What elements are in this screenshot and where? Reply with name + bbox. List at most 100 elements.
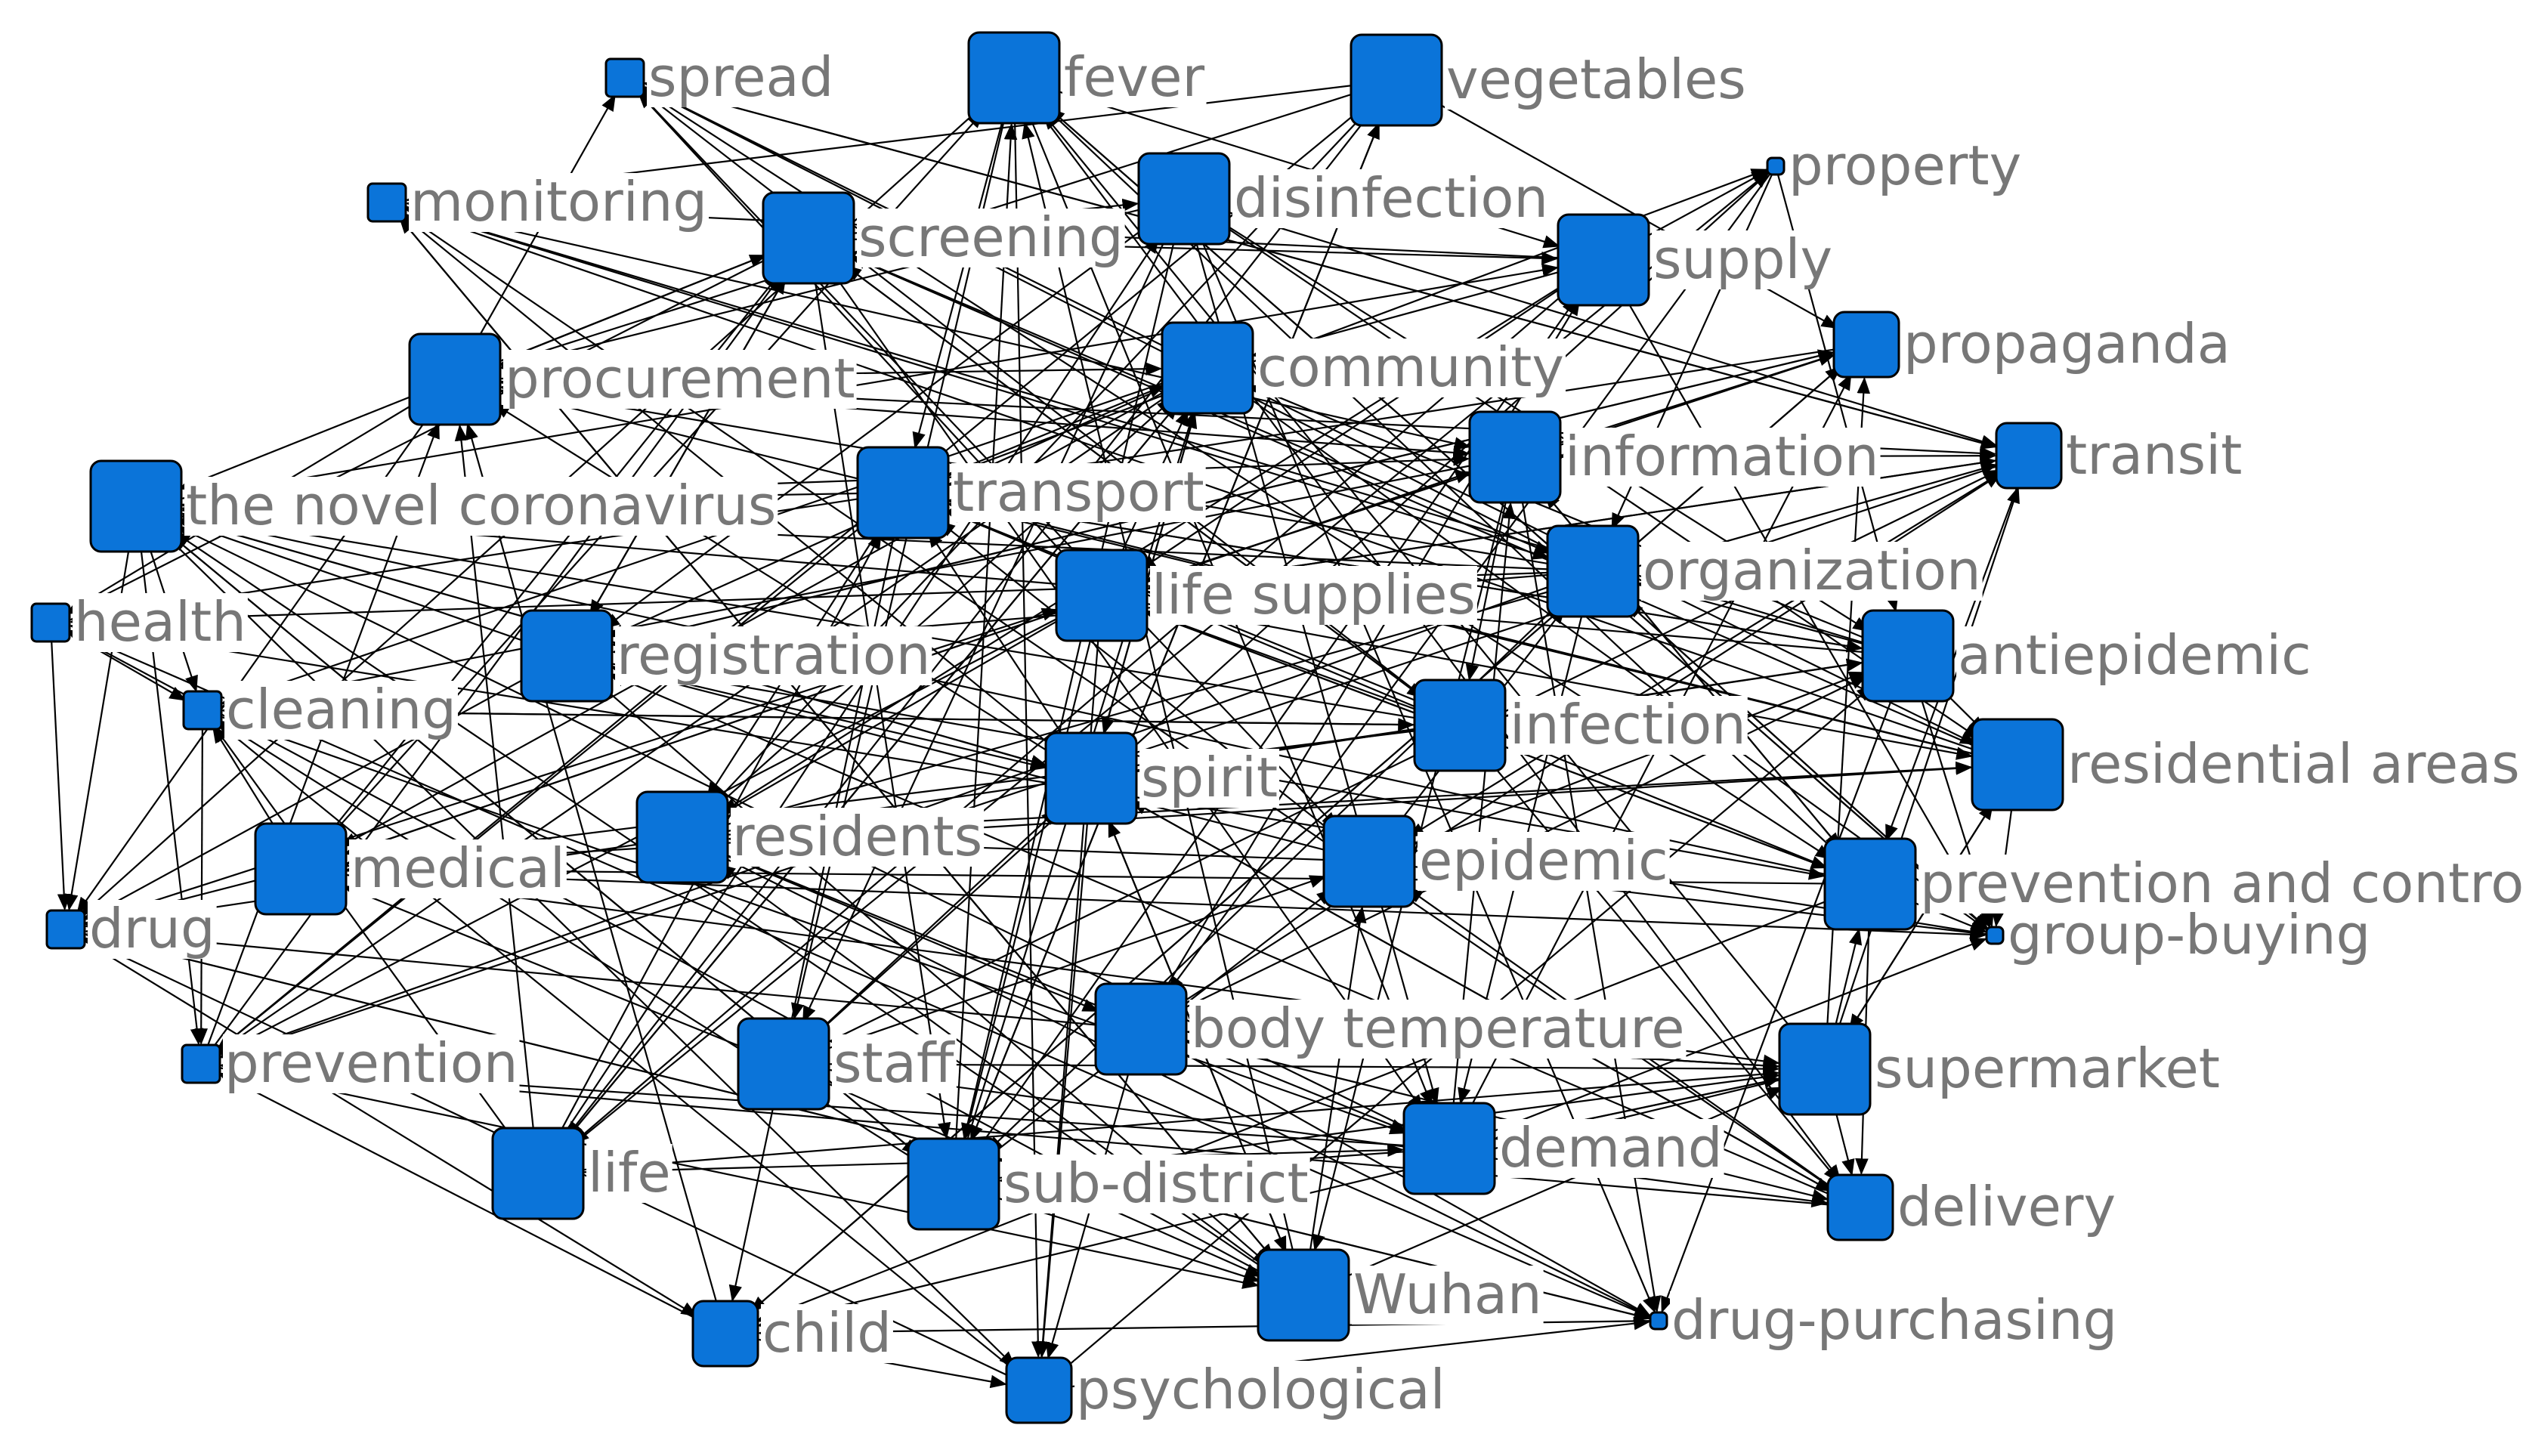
edge-residents-to-drug_purchasing [682, 836, 1652, 1318]
edge-delivery-to-registration [608, 673, 1861, 1209]
node-square [907, 1137, 1000, 1231]
node-information: information [1468, 410, 1881, 504]
node-square [856, 446, 950, 539]
node-transit: transit [1995, 422, 2244, 490]
edge-spread-to-epidemic [624, 77, 1338, 829]
edge-staff-to-delivery [783, 1062, 1829, 1208]
edge-drug_purchasing-to-health [67, 629, 1659, 1322]
node-label: health [74, 590, 246, 654]
node-square [1350, 33, 1443, 127]
node-square [1995, 422, 2063, 490]
node-label: drug-purchasing [1671, 1288, 2117, 1352]
node-label: group-buying [2008, 903, 2370, 966]
node-epidemic: epidemic [1322, 815, 1670, 908]
node-registration: registration [520, 609, 932, 703]
node-supermarket: supermarket [1778, 1022, 2221, 1116]
node-label: delivery [1897, 1175, 2116, 1238]
node-label-background [1256, 338, 1566, 397]
node-residents: residents [635, 790, 985, 884]
node-square [635, 790, 729, 884]
node-delivery: delivery [1826, 1173, 2118, 1241]
node-square [967, 31, 1061, 125]
edge-novel-to-prevention [134, 505, 204, 1046]
node-fever: fever [967, 31, 1207, 125]
node-label-background [409, 173, 710, 232]
edge-sub_district-to-fever [952, 122, 1018, 1185]
node-psychological: psychological [1005, 1356, 1447, 1424]
edge-cleaning-to-demand [202, 709, 1407, 1135]
edge-life-to-cleaning [213, 725, 539, 1174]
edge-body_temp-to-drug [84, 926, 1142, 1031]
node-label-background [1670, 1291, 2119, 1350]
node-label: organization [1643, 539, 1981, 602]
edge-staff-to-epidemic [783, 875, 1327, 1065]
node-label: life supplies [1152, 563, 1476, 626]
node-drug-purchasing: drug-purchasing [1649, 1288, 2119, 1352]
node-antiepidemic: antiepidemic [1861, 609, 2313, 703]
node-square [1257, 1248, 1350, 1342]
node-label: spread [648, 45, 833, 109]
node-label: residents [732, 805, 982, 868]
node-label-background [1896, 1178, 2118, 1237]
node-label-background [1139, 749, 1280, 808]
edge-sub_district-to-vegetables [952, 122, 1380, 1185]
node-vegetables: vegetables [1350, 33, 1748, 127]
node-label-background [951, 463, 1206, 522]
node-life: life [491, 1127, 672, 1220]
edge-residential-to-monitoring [404, 207, 2018, 766]
edge-health-to-drug [49, 622, 71, 911]
edge-child-to-prevention [218, 1072, 726, 1334]
node-square [1985, 926, 2005, 945]
node-wuhan: Wuhan [1257, 1248, 1544, 1342]
node-infection: infection [1413, 679, 1748, 772]
edge-procurement-to-spread [454, 94, 616, 380]
node-residential: residential areas [1971, 718, 2521, 811]
node-label: cleaning [226, 678, 456, 741]
node-label-background [615, 626, 932, 685]
node-label: infection [1510, 693, 1746, 756]
edge-community-to-group_buying [1207, 367, 1989, 931]
node-staff: staff [737, 1017, 957, 1111]
node-label-background [1062, 48, 1207, 107]
edge-infection-to-novel [180, 509, 1461, 727]
node-label: life [588, 1141, 671, 1204]
node-propaganda: propaganda [1832, 311, 2232, 379]
node-screening: screening [762, 191, 1125, 285]
edge-residents-to-demand [682, 836, 1408, 1132]
node-label: sub-district [1003, 1152, 1309, 1215]
node-label: medical [351, 836, 565, 900]
node-square [1557, 213, 1650, 307]
node-square [181, 1043, 221, 1084]
edge-cleaning-to-prevention [194, 709, 208, 1046]
node-label-background [761, 1304, 893, 1363]
node-label: prevention and control [1920, 852, 2526, 915]
node-label-background [224, 681, 458, 740]
node-label-background [1787, 137, 2024, 196]
edge-wuhan-to-epidemic [1302, 906, 1367, 1296]
node-novel: the novel coronavirus [89, 459, 778, 553]
edge-procurement-to-drug [76, 379, 456, 914]
node-label: vegetables [1446, 48, 1746, 111]
node-drug: drug [45, 897, 217, 960]
edge-community-to-medical [340, 367, 1208, 848]
edge-infection-to-life_supplies [1144, 610, 1461, 727]
node-label-background [1189, 1000, 1687, 1059]
edge-registration-to-novel [178, 520, 567, 657]
node-label-background [73, 593, 248, 652]
edge-disinfection-to-staff [802, 198, 1185, 1023]
node-square [1322, 815, 1416, 908]
node-label: screening [858, 206, 1124, 269]
node-square [1402, 1102, 1496, 1195]
node-square [1826, 1173, 1894, 1241]
node-label: antiepidemic [1958, 623, 2311, 687]
node-label: monitoring [410, 170, 707, 233]
node-label: disinfection [1234, 166, 1548, 230]
node-label: drug [89, 897, 215, 960]
edge-disinfection-to-transit [1183, 197, 1999, 448]
edge-life-to-disinfection [537, 236, 1159, 1174]
node-monitoring: monitoring [366, 170, 710, 233]
node-demand: demand [1402, 1102, 1724, 1195]
node-label: Wuhan [1353, 1263, 1542, 1326]
node-medical: medical [254, 822, 567, 916]
node-square [1161, 321, 1254, 415]
